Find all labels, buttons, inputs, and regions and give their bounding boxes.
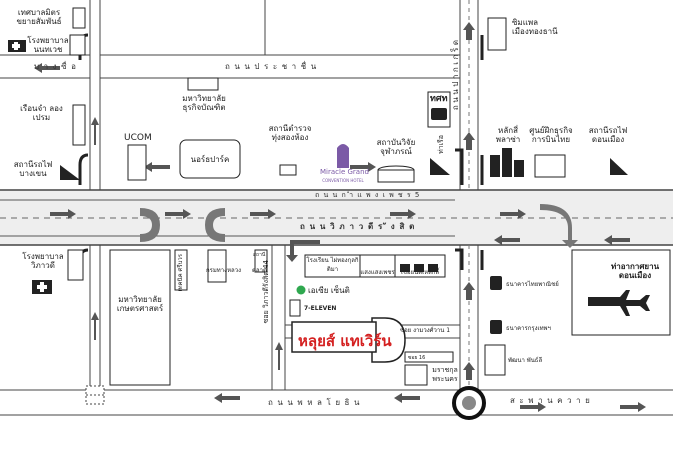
road-vibhavadi: ถ น น วิ ภ า ว ดี ร ั ง สิ ต — [300, 222, 416, 231]
place-school-cross: เทคนิค ศรีบวร — [177, 254, 184, 292]
place-kasetsart: มหาวิทยาลัย เกษตรศาสตร์ — [116, 295, 164, 313]
place-tot: ทศท — [430, 94, 448, 104]
place-building-c: เชื่อยนต์เหลักลี้ — [400, 269, 440, 276]
phone-icon — [431, 108, 447, 120]
road-saphan-khwai: ส ะ พ า น ค ว า ย — [510, 396, 591, 405]
place-station-small: สถานี — [253, 252, 266, 258]
place-sim-phaeng: ซิมแพล เมืองทองธานี — [512, 18, 558, 36]
place-miracle: Miracle Grand — [320, 168, 369, 176]
car-icon — [279, 164, 438, 272]
place-bangkok-bank-label: กรมทางหลวง — [206, 267, 241, 274]
place-airport: ท่าอากาศยาน ดอนเมือง — [610, 262, 660, 280]
hospital-icon — [8, 40, 26, 52]
hotel-label: หลุยส์ แทเวิร์น — [298, 332, 392, 350]
building-icon — [490, 148, 524, 177]
place-tessaban: เทศบาลมิตร ขยายสัมพันธ์ — [16, 8, 62, 26]
road-soi-ngam: ซอย งามวงศ์วาน 1 — [400, 327, 451, 334]
place-dhurakij: มหาวิทยาลัย ธุรกิจบัณฑิต — [182, 94, 226, 112]
road-prachachuen: ถ น น ป ร ะ ช า ชื่ น — [225, 62, 318, 71]
place-chulabhorn: สถาบันวิจัย จุฬาภรณ์ — [376, 138, 416, 156]
place-ucom: UCOM — [124, 133, 152, 143]
place-market: ตลาด — [252, 267, 267, 274]
place-hosp-vibhavadi: โรงพยาบาล วิภาวดี — [22, 252, 64, 270]
place-police-station: สถานีตำรวจ ทุ่งสองห้อง — [268, 124, 312, 142]
place-miracle-sub: CONVENTION HOTEL — [322, 178, 364, 183]
place-rueanchat: เรือนจำ ลองเปรม — [20, 104, 63, 122]
road-phahonyothin: ถ น น พ ห ล โ ย ธิ น — [268, 398, 361, 407]
place-bts-bangkhen: สถานีรถไฟ บางเขน — [13, 160, 53, 178]
bank-icon — [490, 276, 502, 334]
place-building-b: แสงแสงเพชร — [360, 269, 395, 276]
place-kfc: พัฒนา พันธ์ลี — [508, 357, 543, 364]
place-wat: มราชกุล พระนคร — [432, 366, 458, 383]
u-turn-icon — [205, 208, 225, 242]
u-turn-icon — [140, 208, 160, 242]
building-icon — [72, 7, 86, 29]
place-bank-thai: ธนาคารไทยพาณิชย์ — [506, 281, 559, 288]
airplane-icon — [588, 290, 650, 316]
train-icon — [60, 158, 628, 180]
place-it-center: ศูนย์ฝึกธุรกิจ การบินไทย — [529, 126, 573, 144]
hospital-icon — [32, 280, 52, 294]
place-bts-donmuang: สถานีรถไฟ ดอนเมือง — [588, 126, 628, 144]
road-pak-kret: ถ น น ป า ก เ ก ร็ ด — [451, 40, 460, 111]
place-seven: 7-ELEVEN — [304, 305, 337, 312]
place-hosp-nonthavej: โรงพยาบาล นนทเวช — [27, 36, 69, 54]
place-bank-krung: ธนาคารกรุงเทพฯ — [506, 325, 551, 332]
u-turn-icon — [540, 204, 578, 248]
place-building-a: โรงเรียน ไผ่ทองกุลกิติมา — [306, 257, 359, 273]
road-kamphaeng-phet: ถ น น ก ำ แ พ ง เ พ ช ร 5 — [315, 191, 421, 199]
place-aeon: เอเซีย เซ็นติ — [308, 286, 350, 295]
place-northpark: นอร์ธปาร์ค — [190, 155, 230, 164]
traffic-arrows — [34, 22, 646, 412]
place-dkt: หลักสี่ พลาซ่า — [495, 126, 521, 144]
road-bang-sue: บ า ง ซื่ อ — [34, 62, 77, 71]
roundabout-icon — [452, 386, 486, 420]
place-tiny: ซอย 16 — [408, 355, 426, 361]
location-marker — [296, 285, 306, 295]
place-golf: ท่าเรือ — [437, 135, 445, 154]
